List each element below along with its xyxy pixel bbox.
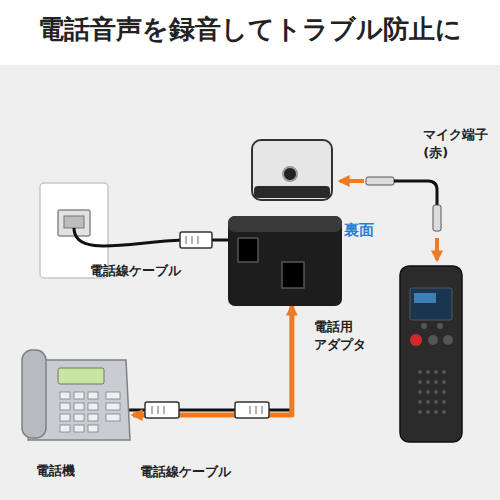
jack-label: マイク端子 (赤): [423, 126, 496, 161]
mic-cable: [340, 177, 441, 260]
inset-label: 裏面: [344, 220, 374, 240]
panel: [0, 65, 500, 500]
voice-recorder: [400, 266, 462, 442]
telephone: [22, 350, 130, 440]
adapter-body: [228, 216, 342, 306]
modular-plug: [145, 402, 269, 418]
node-label: 電話機: [36, 462, 75, 480]
phone-wire: [74, 228, 182, 246]
node-label: 電話用 アダプタ: [314, 318, 374, 353]
cable-arrow: [133, 306, 292, 415]
title: 電話音声を録音してトラブル防止に: [0, 12, 500, 47]
edge-label: 電話線ケーブル: [140, 463, 231, 481]
inset-box: 裏面: [252, 140, 332, 200]
telephone-box: 電話機: [18, 340, 133, 452]
adapter-box: 電話用 アダプタ: [228, 216, 342, 306]
back-inset: [252, 140, 332, 200]
modular-plug: [180, 232, 230, 248]
cable-label: 電話線ケーブル: [90, 262, 181, 280]
